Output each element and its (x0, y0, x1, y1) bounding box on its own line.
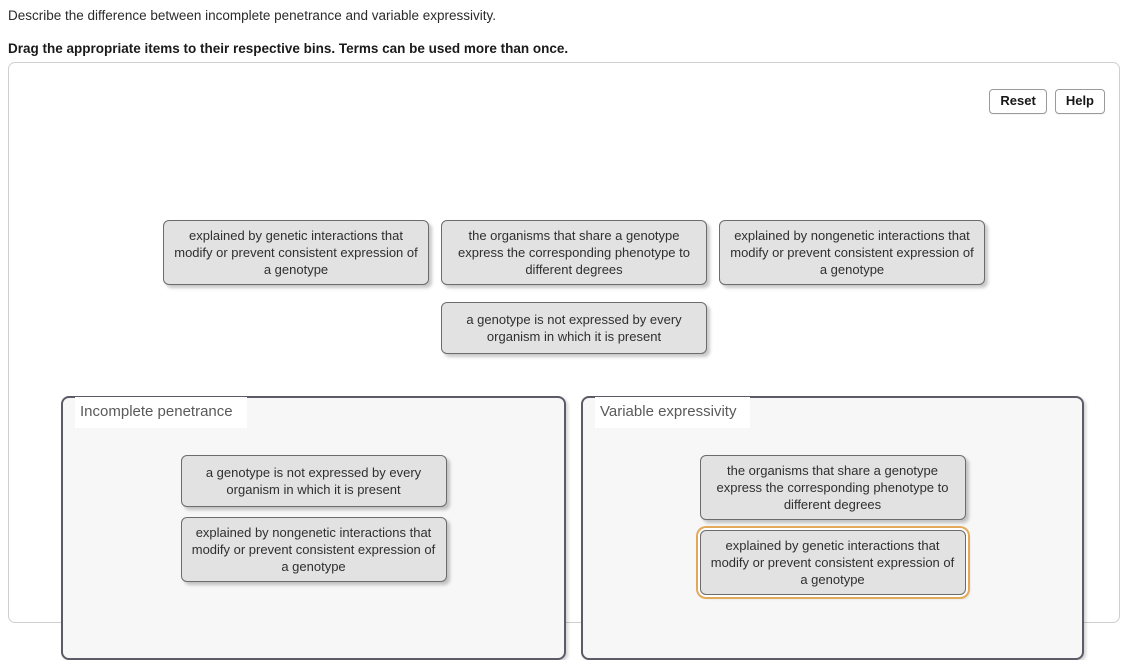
toolbar: Reset Help (989, 89, 1105, 114)
term-tile-label: explained by genetic interactions that m… (710, 538, 955, 587)
term-tile-label: the organisms that share a genotype expr… (716, 463, 949, 512)
help-button[interactable]: Help (1054, 89, 1105, 114)
bin-dropped-items: the organisms that share a genotype expr… (583, 434, 1082, 595)
draggable-term-tile[interactable]: a genotype is not expressed by every org… (441, 302, 707, 354)
term-tile-label: a genotype is not expressed by every org… (466, 312, 682, 344)
dropped-term-tile-selected[interactable]: explained by genetic interactions that m… (699, 530, 966, 595)
instruction-text: Drag the appropriate items to their resp… (8, 41, 569, 56)
term-tile-label: a genotype is not expressed by every org… (205, 465, 422, 497)
drop-bin-variable-expressivity[interactable]: Variable expressivity the organisms that… (581, 396, 1084, 660)
draggable-term-tile[interactable]: explained by genetic interactions that m… (163, 220, 429, 285)
bin-dropped-items: a genotype is not expressed by every org… (63, 434, 564, 582)
bin-label: Incomplete penetrance (75, 397, 247, 428)
dropped-term-tile[interactable]: the organisms that share a genotype expr… (699, 455, 966, 520)
drop-bin-incomplete-penetrance[interactable]: Incomplete penetrance a genotype is not … (61, 396, 566, 660)
reset-button[interactable]: Reset (989, 89, 1047, 114)
dropped-term-tile[interactable]: explained by nongenetic interactions tha… (180, 517, 447, 582)
term-tile-label: explained by nongenetic interactions tha… (730, 228, 974, 277)
bin-label: Variable expressivity (595, 397, 751, 428)
term-tile-label: explained by nongenetic interactions tha… (191, 525, 436, 574)
term-tile-label: the organisms that share a genotype expr… (458, 228, 690, 277)
draggable-term-tile[interactable]: the organisms that share a genotype expr… (441, 220, 707, 285)
term-tile-label: explained by genetic interactions that m… (174, 228, 418, 277)
prompt-area: Describe the difference between incomple… (0, 0, 1131, 58)
dropped-term-tile[interactable]: a genotype is not expressed by every org… (180, 455, 447, 507)
question-text: Describe the difference between incomple… (8, 8, 497, 23)
draggable-term-tile[interactable]: explained by nongenetic interactions tha… (719, 220, 985, 285)
drag-drop-activity-panel: Reset Help explained by genetic interact… (8, 62, 1120, 660)
